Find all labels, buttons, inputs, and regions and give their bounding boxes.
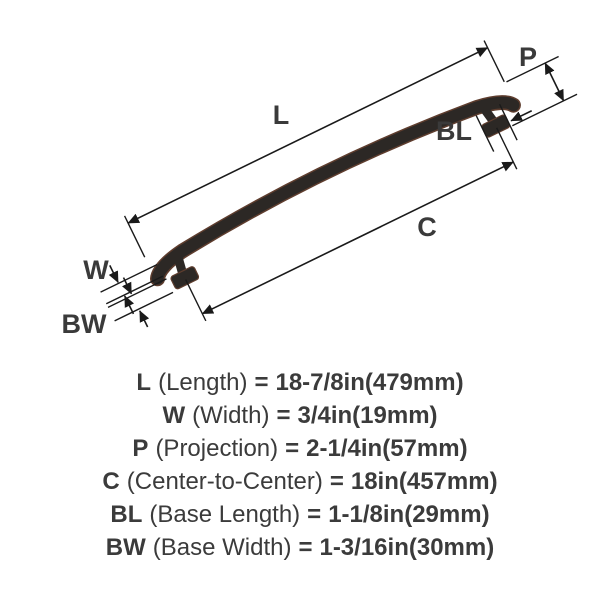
spec-row-length: L (Length) = 18-7/8in(479mm) [136,366,463,399]
spec-code: C [102,468,120,495]
dim-label-l: L [273,100,290,130]
spec-row-projection: P (Projection) = 2-1/4in(57mm) [132,432,467,465]
spec-value: 3/4in(19mm) [297,402,438,429]
spec-name: (Length) [158,369,248,396]
dim-bl [475,103,533,152]
spec-code: BW [105,534,146,561]
spec-row-base-length: BL (Base Length) = 1-1/8in(29mm) [110,498,489,531]
spec-name: (Base Width) [152,534,292,561]
dim-l [123,40,505,258]
handle-diagram-svg: L P BL C W BW [62,40,578,339]
spec-equals: = [254,369,269,396]
spec-row-base-width: BW (Base Width) = 1-3/16in(30mm) [106,531,494,564]
spec-list: L (Length) = 18-7/8in(479mm) W (Width) =… [0,366,600,564]
spec-code: BL [110,501,143,528]
spec-equals: = [307,501,322,528]
spec-name: (Center-to-Center) [126,468,323,495]
dim-label-bw: BW [62,309,107,339]
spec-value: 2-1/4in(57mm) [306,435,468,462]
spec-code: P [132,435,149,462]
handle-left-post [173,255,187,275]
spec-name: (Base Length) [149,501,301,528]
spec-code: L [136,369,152,396]
spec-value: 18in(457mm) [350,468,498,495]
dim-c [185,127,518,322]
dim-label-w: W [83,255,109,285]
spec-equals: = [276,402,291,429]
spec-name: (Projection) [155,435,279,462]
spec-equals: = [329,468,344,495]
spec-name: (Width) [192,402,270,429]
handle-bar [151,96,520,285]
spec-value: 18-7/8in(479mm) [275,369,464,396]
dim-bw [107,277,174,328]
rotated-diagram-layer [100,40,578,328]
dim-p [506,55,578,127]
dimension-labels: L P BL C W BW [62,42,538,339]
dim-label-c: C [417,212,437,242]
spec-value: 1-1/8in(29mm) [328,501,490,528]
spec-code: W [162,402,186,429]
dim-label-bl: BL [436,116,472,146]
spec-equals: = [298,534,313,561]
spec-value: 1-3/16in(30mm) [319,534,495,561]
spec-equals: = [285,435,300,462]
dim-label-p: P [519,42,537,72]
handle-left-foot [170,266,200,290]
spec-row-center-to-center: C (Center-to-Center) = 18in(457mm) [102,465,497,498]
spec-row-width: W (Width) = 3/4in(19mm) [162,399,437,432]
